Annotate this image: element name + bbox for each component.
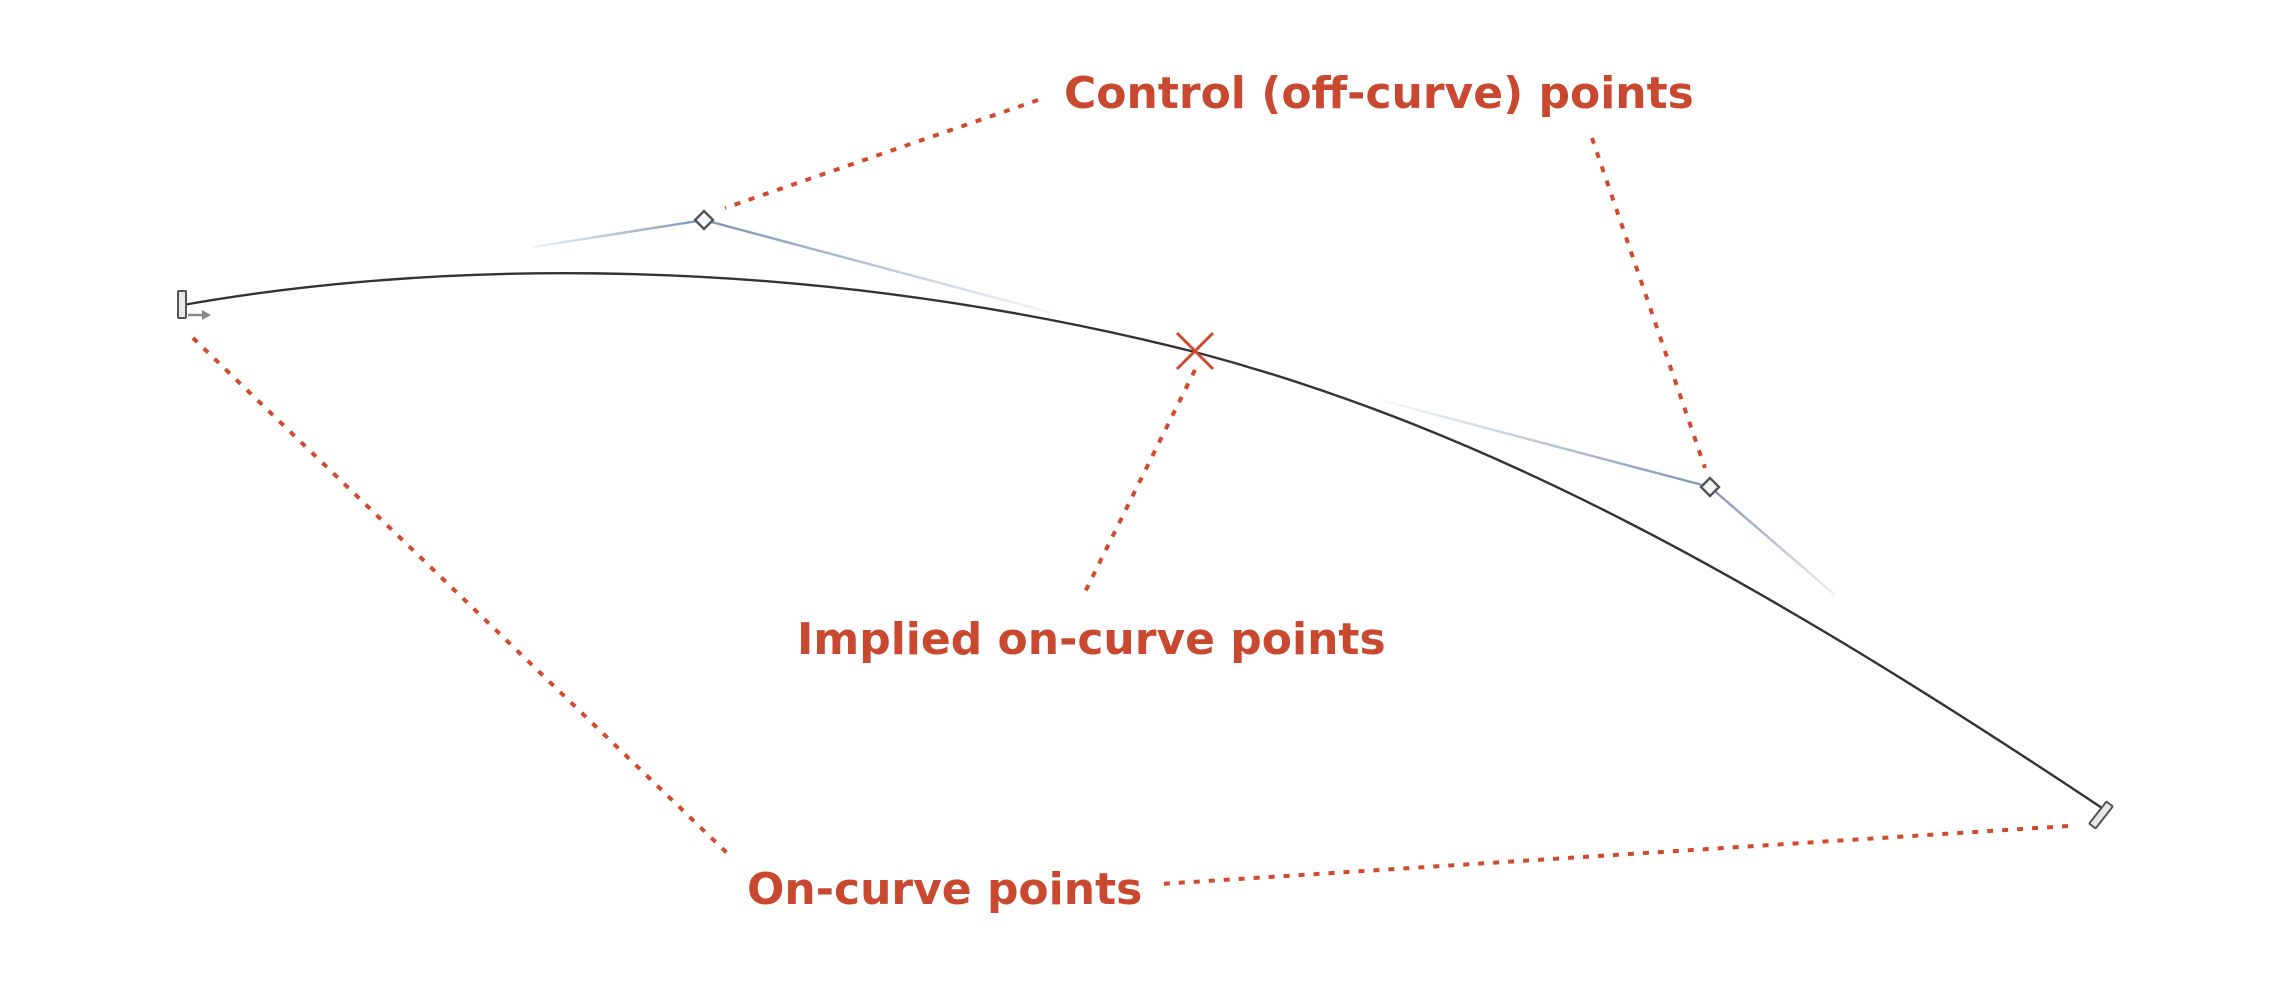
on-curve-start-point-icon[interactable] bbox=[177, 290, 211, 320]
handle-line bbox=[703, 218, 1061, 317]
bezier-curve bbox=[182, 272, 2106, 811]
handle-line bbox=[532, 218, 705, 249]
label-oncurve-points: On-curve points bbox=[747, 864, 1142, 915]
handle-line bbox=[1709, 486, 1836, 596]
diamond-control-point-icon[interactable] bbox=[1699, 476, 1721, 498]
label-implied-points: Implied on-curve points bbox=[797, 614, 1386, 665]
diamond-control-point-icon[interactable] bbox=[693, 209, 715, 231]
control-handles bbox=[532, 218, 1836, 596]
label-control-points: Control (off-curve) points bbox=[1064, 68, 1694, 119]
leader-line-oncurve-start bbox=[191, 336, 729, 855]
leader-line-control-a bbox=[724, 98, 1039, 210]
handle-line bbox=[1379, 398, 1711, 489]
leader-line-control-b bbox=[1590, 137, 1707, 469]
on-curve-end-point-icon[interactable] bbox=[2088, 800, 2114, 830]
x-mark-icon bbox=[1175, 331, 1215, 371]
leader-lines bbox=[191, 98, 2069, 886]
leader-line-implied bbox=[1081, 369, 1197, 597]
leader-line-oncurve-end bbox=[1159, 824, 2069, 886]
